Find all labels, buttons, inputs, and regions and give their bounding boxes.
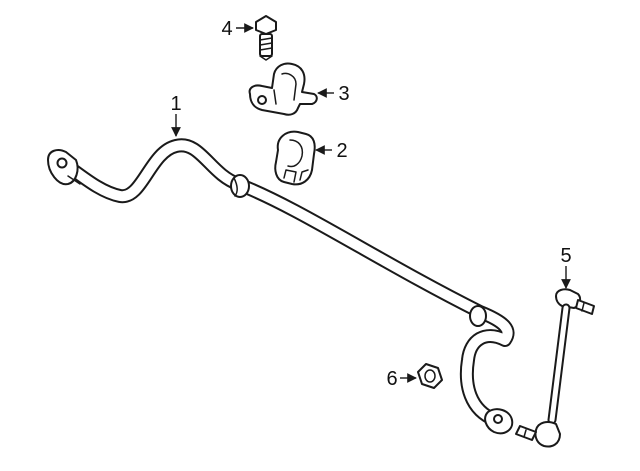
callout-5: 5 xyxy=(560,245,571,267)
callout-6: 6 xyxy=(386,368,397,390)
nut[interactable] xyxy=(417,363,443,389)
stabilizer-bar[interactable] xyxy=(47,138,515,435)
callout-2: 2 xyxy=(336,140,347,162)
callout-4: 4 xyxy=(221,18,232,40)
stabilizer-link[interactable] xyxy=(515,288,595,448)
callout-1: 1 xyxy=(170,93,181,115)
bushing[interactable] xyxy=(274,130,316,186)
callout-3: 3 xyxy=(338,83,349,105)
bolt[interactable] xyxy=(255,15,277,61)
bushing-bracket[interactable] xyxy=(248,62,318,116)
